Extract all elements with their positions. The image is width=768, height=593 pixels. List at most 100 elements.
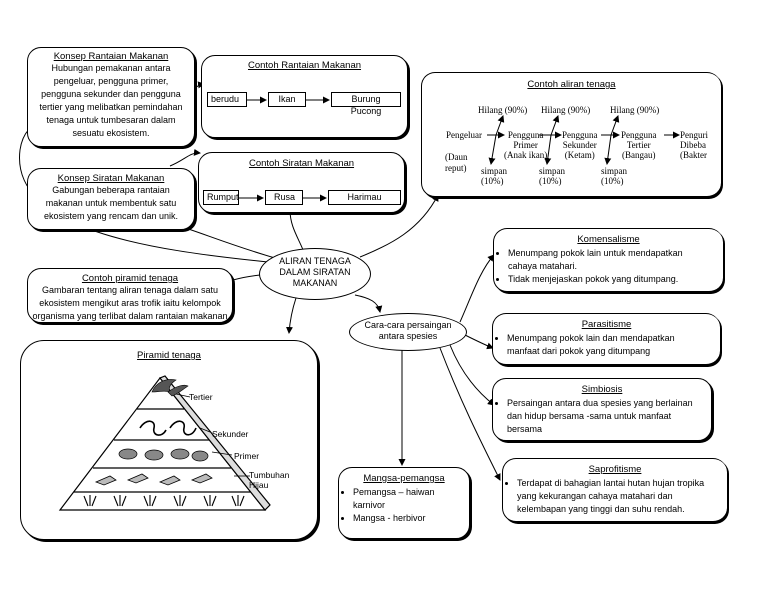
mangsa-bullet: Mangsa - herbivor	[353, 512, 461, 525]
saprofitisme-title: Saprofitisme	[588, 464, 642, 475]
konsep-siratan-line: Gabungan beberapa rantaian	[52, 185, 170, 195]
center-line: ALIRAN TENAGA	[279, 256, 351, 266]
mangsa-box: Mangsa-pemangsa Pemangsa – haiwan karniv…	[338, 467, 470, 539]
aliran-simpan-3: simpan (10%)	[601, 166, 627, 186]
konsep-rantaian-line: pengeluar, pengguna primer,	[53, 76, 169, 86]
aliran-simpan-word: simpan	[481, 166, 507, 176]
aliran-tertier: Pengguna Tertier (Bangau)	[621, 130, 657, 160]
center-ellipse: ALIRAN TENAGA DALAM SIRATAN MAKANAN	[259, 248, 371, 300]
wire-center-aliran	[359, 194, 439, 258]
persaingan-ellipse: Cara-cara persaingan antara spesies	[349, 313, 467, 351]
konsep-rantaian-line: tenaga untuk tumbesaran dalam	[46, 115, 176, 125]
contoh-aliran-title: Contoh aliran tenaga	[527, 79, 616, 90]
pyramid-label-hijau: Hijau	[249, 480, 269, 490]
saprofitisme-box: Saprofitisme Terdapat di bahagian lantai…	[502, 458, 727, 522]
komensalisme-list: Menumpang pokok lain untuk mendapatkan c…	[494, 247, 711, 286]
rantaian-item-burung: Burung Pucong	[331, 92, 401, 116]
pyramid-label-tumbuhan: Tumbuhan	[249, 470, 290, 480]
aliran-last-l1: Penguri	[680, 130, 708, 140]
simbiosis-bullet: Persaingan antara dua spesies yang berla…	[507, 397, 703, 436]
contoh-piramid-line: ekosistem mengikut aras trofik iaitu kel…	[39, 298, 221, 308]
wire-center-piramid-desc	[232, 274, 261, 281]
aliran-simpan-1: simpan (10%)	[481, 166, 507, 186]
aliran-simpan-2: simpan (10%)	[539, 166, 565, 186]
aliran-pengeluar-sub1: (Daun	[445, 152, 468, 162]
parasitisme-list: Menumpang pokok lain dan mendapatkan man…	[493, 332, 706, 358]
siratan-item-harimau: Harimau	[328, 190, 401, 205]
aliran-sekunder-l2: Sekunder	[562, 140, 597, 150]
center-line: MAKANAN	[292, 278, 338, 288]
aliran-simpan-pct: (10%)	[539, 176, 562, 186]
mangsa-list: Pemangsa – haiwan karnivor Mangsa - herb…	[339, 486, 461, 525]
aliran-pengeluar: Pengeluar	[446, 130, 482, 140]
contoh-rantaian-title: Contoh Rantaian Makanan	[247, 60, 362, 71]
grass-icon	[83, 495, 245, 507]
aliran-tertier-l1: Pengguna	[621, 130, 657, 140]
komensalisme-title: Komensalisme	[577, 234, 640, 245]
konsep-rantaian-text: Hubungan pemakanan antara pengeluar, pen…	[28, 62, 194, 140]
konsep-siratan-line: ekosistem yang rencam dan unik.	[43, 211, 179, 221]
wire-center-persaingan	[354, 294, 383, 313]
aliran-tertier-l2: Tertier	[626, 140, 651, 150]
wire-persaingan-saprofitisme	[439, 347, 501, 481]
aliran-last-l3: (Bakter	[680, 150, 707, 160]
rantaian-item-ikan: Ikan	[268, 92, 306, 107]
aliran-primer-l1: Pengguna	[507, 130, 544, 140]
persaingan-line: antara spesies	[378, 331, 438, 341]
rantaian-item-berudu: berudu	[207, 92, 247, 107]
aliran-simpan-pct: (10%)	[481, 176, 504, 186]
aliran-simpan-word: simpan	[539, 166, 565, 176]
simbiosis-box: Simbiosis Persaingan antara dua spesies …	[492, 378, 712, 441]
aliran-hilang-2: Hilang (90%)	[541, 105, 591, 115]
aliran-sekunder: Pengguna Sekunder (Ketam)	[562, 130, 598, 160]
konsep-rantaian-line: Hubungan pemakanan antara	[51, 63, 171, 73]
wire-konsep-siratan-contoh	[169, 148, 201, 167]
siratan-item-rumput: Rumput	[203, 190, 239, 205]
aliran-hilang-1: Hilang (90%)	[478, 105, 528, 115]
persaingan-line: Cara-cara persaingan	[364, 320, 452, 330]
konsep-siratan-title: Konsep Siratan Makanan	[57, 173, 165, 184]
simbiosis-list: Persaingan antara dua spesies yang berla…	[493, 397, 703, 436]
saprofitisme-bullet: Terdapat di bahagian lantai hutan hujan …	[517, 477, 715, 516]
contoh-siratan-title: Contoh Siratan Makanan	[248, 158, 355, 169]
komensalisme-bullet: Menumpang pokok lain untuk mendapatkan c…	[508, 247, 711, 273]
piramid-title: Piramid tenaga	[137, 350, 201, 361]
contoh-piramid-line: organisma yang terlibat dalam rantaian m…	[32, 311, 228, 321]
aliran-arrows	[487, 115, 680, 165]
aliran-tertier-l3: (Bangau)	[622, 150, 656, 160]
contoh-piramid-text: Gambaran tentang aliran tenaga dalam sat…	[28, 284, 232, 323]
aliran-sekunder-l1: Pengguna	[562, 130, 598, 140]
aliran-last: Penguri Dibeba (Bakter	[680, 130, 708, 160]
aliran-diagram: Hilang (90%) Hilang (90%) Hilang (90%) P…	[421, 72, 711, 197]
konsep-siratan-line: makanan untuk membentuk satu	[45, 198, 177, 208]
pyramid-label-tertier: Tertier	[189, 392, 213, 402]
wire-center-piramid	[285, 297, 297, 334]
siratan-item-rusa: Rusa	[265, 190, 303, 205]
contoh-piramid-box: Contoh piramid tenaga Gambaran tentang a…	[27, 268, 233, 323]
contoh-piramid-title: Contoh piramid tenaga	[81, 273, 179, 284]
aliran-primer: Pengguna Primer (Anak ikan)	[504, 130, 547, 160]
pyramid-label-sekunder: Sekunder	[212, 429, 249, 439]
wire-persaingan-simbiosis	[449, 344, 495, 406]
komensalisme-box: Komensalisme Menumpang pokok lain untuk …	[493, 228, 723, 292]
saprofitisme-list: Terdapat di bahagian lantai hutan hujan …	[503, 477, 715, 516]
aliran-primer-l3: (Anak ikan)	[504, 150, 548, 160]
aliran-last-l2: Dibeba	[680, 140, 706, 150]
aliran-primer-l2: Primer	[513, 140, 538, 150]
pyramid-label-primer: Primer	[234, 451, 260, 461]
konsep-siratan-box: Konsep Siratan Makanan Gabungan beberapa…	[27, 168, 195, 230]
frog-icon	[118, 448, 209, 462]
simbiosis-title: Simbiosis	[581, 384, 623, 395]
konsep-rantaian-box: Konsep Rantaian Makanan Hubungan pemakan…	[27, 47, 195, 147]
aliran-simpan-word: simpan	[601, 166, 627, 176]
aliran-sekunder-l3: (Ketam)	[564, 150, 595, 160]
pyramid-side	[159, 375, 271, 511]
eagle-icon	[151, 379, 189, 397]
parasitisme-title: Parasitisme	[581, 319, 632, 330]
snake-icon	[139, 420, 197, 436]
parasitisme-box: Parasitisme Menumpang pokok lain dan men…	[492, 313, 720, 365]
wire-persaingan-parasitisme	[464, 334, 494, 350]
